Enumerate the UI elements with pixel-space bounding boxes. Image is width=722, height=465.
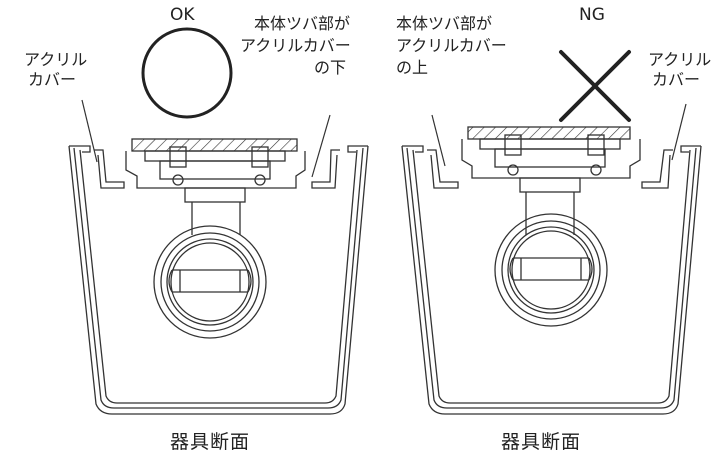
cross-icon [559,50,631,122]
ng-label: NG [579,5,605,25]
ok-label: OK [170,5,195,25]
ng-flange-label-3: の上 [396,58,429,77]
ok-acrylic-cover-label-2: カバー [28,70,77,89]
ng-mounting-plate [467,126,631,140]
ok-acrylic-cover-label-1: アクリル [24,50,88,69]
ok-flange-label-2: アクリルカバー [240,36,351,55]
ng-flange-leader [431,114,446,167]
ok-caption: 器具断面 [170,431,251,453]
ok-flange-leader [311,114,331,178]
circle-icon [141,27,233,119]
ok-acrylic-cover-leader [81,99,98,163]
ng-bracket [461,134,641,235]
ng-flange-label-2: アクリルカバー [396,36,507,55]
ng-panel [401,50,702,415]
ok-flange-label-3: の下 [314,58,347,77]
ok-lamp-socket [153,225,267,339]
ng-caption: 器具断面 [501,431,582,453]
ng-acrylic-cover-label-2: カバー [652,70,701,89]
ok-panel [68,27,369,415]
ok-flange-label-1: 本体ツバ部が [254,14,351,33]
ng-fixture-body [401,145,702,415]
ng-acrylic-cover-label-1: アクリル [648,50,712,69]
ng-flange-label-1: 本体ツバ部が [396,14,493,33]
ng-acrylic-cover-leader [671,103,687,161]
ng-lamp-socket [494,213,608,327]
ok-bracket [125,146,306,235]
ok-fixture-body [68,145,369,415]
ok-mounting-plate [131,138,298,152]
